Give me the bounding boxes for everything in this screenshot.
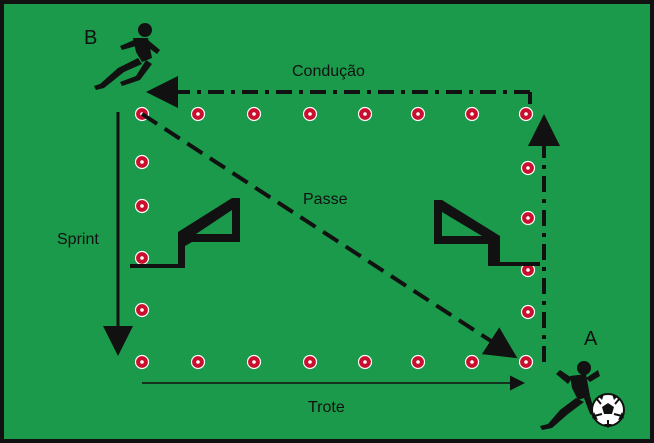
- player-b-label: B: [84, 27, 97, 49]
- cone-icon: [518, 354, 534, 370]
- cone-icon: [520, 304, 536, 320]
- sprint-label: Sprint: [57, 231, 99, 248]
- trote-label: Trote: [308, 399, 345, 416]
- player-a-label: A: [584, 328, 598, 350]
- passe-label: Passe: [303, 191, 348, 208]
- cone-icon: [357, 354, 373, 370]
- cone-icon: [520, 160, 536, 176]
- cone-icon: [246, 106, 262, 122]
- cone-icon: [357, 106, 373, 122]
- cone-icon: [134, 154, 150, 170]
- cone-icon: [410, 106, 426, 122]
- cone-icon: [190, 106, 206, 122]
- mini-goal-right-icon: [434, 200, 540, 266]
- cone-icon: [134, 198, 150, 214]
- soccer-ball-icon: [591, 393, 625, 428]
- cone-icon: [302, 354, 318, 370]
- cone-icon: [302, 106, 318, 122]
- conducao-label: Condução: [292, 63, 365, 80]
- cone-icon: [520, 210, 536, 226]
- passe-arrow: [140, 112, 518, 359]
- cone-icon: [190, 354, 206, 370]
- cone-markers: [134, 106, 536, 370]
- cone-icon: [134, 354, 150, 370]
- cone-icon: [134, 302, 150, 318]
- cone-icon: [246, 354, 262, 370]
- cone-icon: [464, 106, 480, 122]
- mini-goal-left-icon: [130, 198, 240, 268]
- cone-icon: [134, 250, 150, 266]
- player-b-icon: [94, 23, 160, 90]
- cone-icon: [464, 354, 480, 370]
- cone-icon: [518, 106, 534, 122]
- cone-icon: [410, 354, 426, 370]
